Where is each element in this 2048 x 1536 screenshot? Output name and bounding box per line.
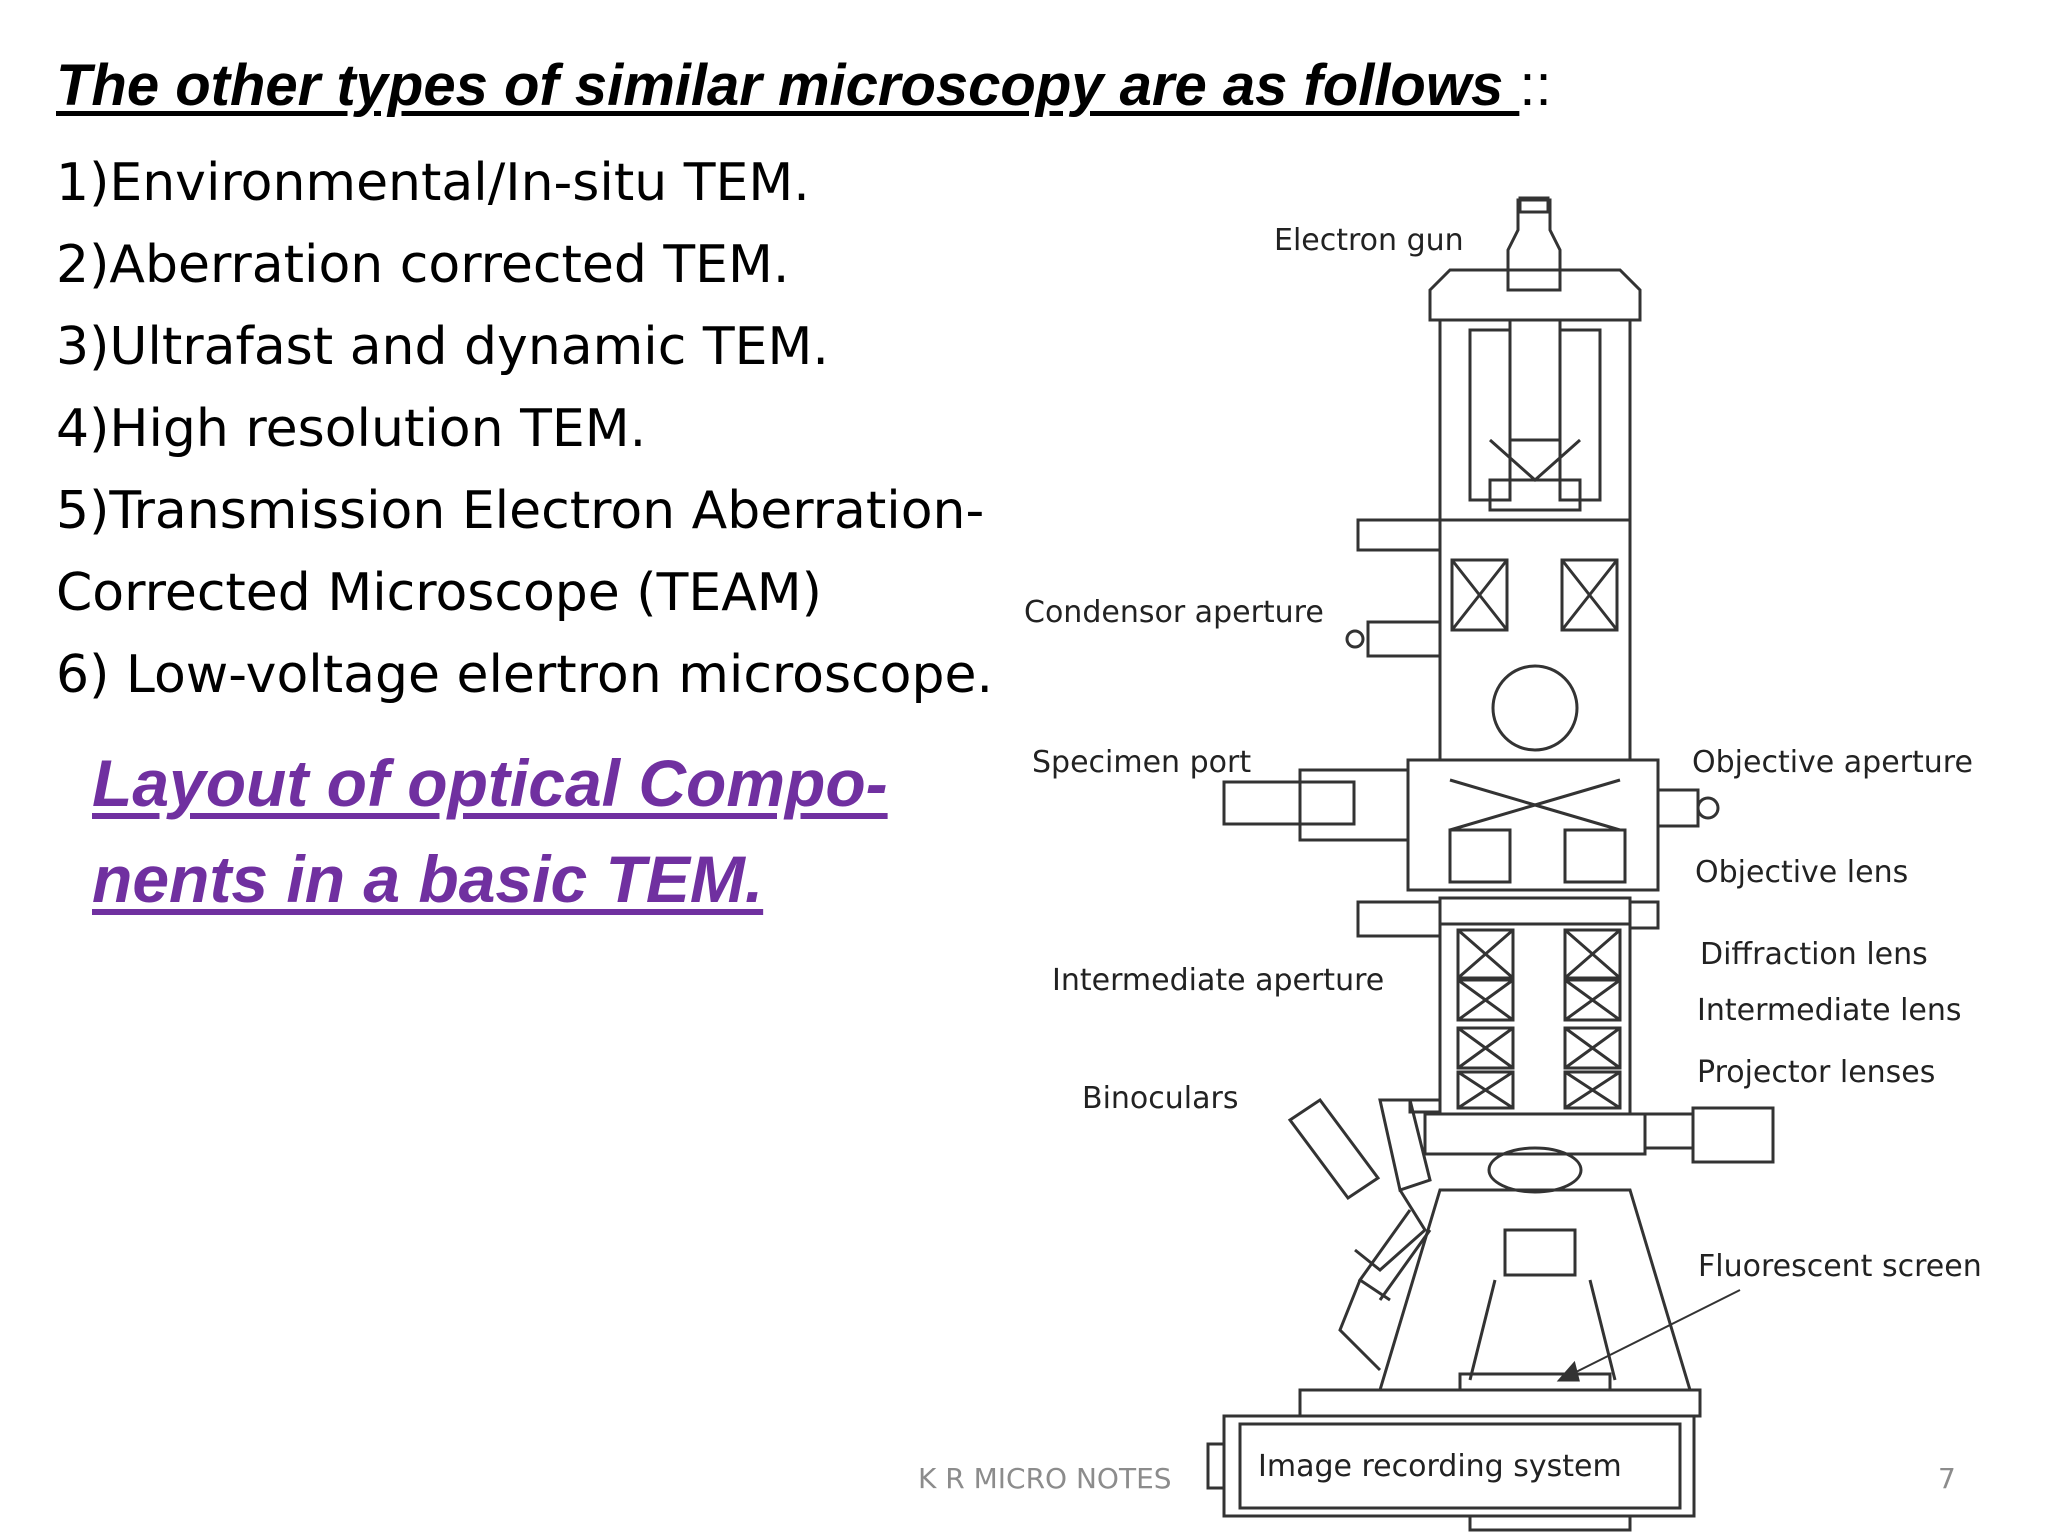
- heading-suffix: ::: [1519, 53, 1552, 118]
- list-item: 3)Ultrafast and dynamic TEM.: [56, 317, 829, 377]
- label-intermediate-aperture: Intermediate aperture: [1052, 963, 1384, 998]
- list-item: 6) Low-voltage elertron microscope.: [56, 645, 993, 705]
- slide-heading: The other types of similar microscopy ar…: [56, 52, 1552, 119]
- label-fluorescent-screen: Fluorescent screen: [1698, 1249, 1982, 1284]
- label-diffraction-lens: Diffraction lens: [1700, 937, 1928, 972]
- caption-line-1: Layout of optical Compo-: [92, 746, 888, 820]
- caption-line-2: nents in a basic TEM.: [92, 842, 764, 916]
- diagram-caption: Layout of optical Compo- nents in a basi…: [92, 735, 888, 927]
- list-item: 5)Transmission Electron Aberration-: [56, 481, 985, 541]
- list-item: 4)High resolution TEM.: [56, 399, 647, 459]
- label-projector-lenses: Projector lenses: [1697, 1055, 1935, 1090]
- footer-text: K R MICRO NOTES: [918, 1462, 1172, 1495]
- label-objective-lens: Objective lens: [1695, 855, 1908, 890]
- list-item: 2)Aberration corrected TEM.: [56, 235, 790, 295]
- label-binoculars: Binoculars: [1082, 1081, 1238, 1116]
- list-item: 1)Environmental/In-situ TEM.: [56, 153, 810, 213]
- heading-text: The other types of similar microscopy ar…: [56, 53, 1520, 118]
- list-item: Corrected Microscope (TEAM): [56, 563, 822, 623]
- label-image-recording-system: Image recording system: [1258, 1449, 1622, 1484]
- label-electron-gun: Electron gun: [1274, 223, 1464, 258]
- microscopy-types-list: 1)Environmental/In-situ TEM. 2)Aberratio…: [56, 142, 993, 716]
- label-condensor-aperture: Condensor aperture: [1024, 595, 1324, 630]
- page-number: 7: [1938, 1462, 1956, 1495]
- label-objective-aperture: Objective aperture: [1692, 745, 1973, 780]
- label-specimen-port: Specimen port: [1032, 745, 1251, 780]
- label-intermediate-lens: Intermediate lens: [1697, 993, 1962, 1028]
